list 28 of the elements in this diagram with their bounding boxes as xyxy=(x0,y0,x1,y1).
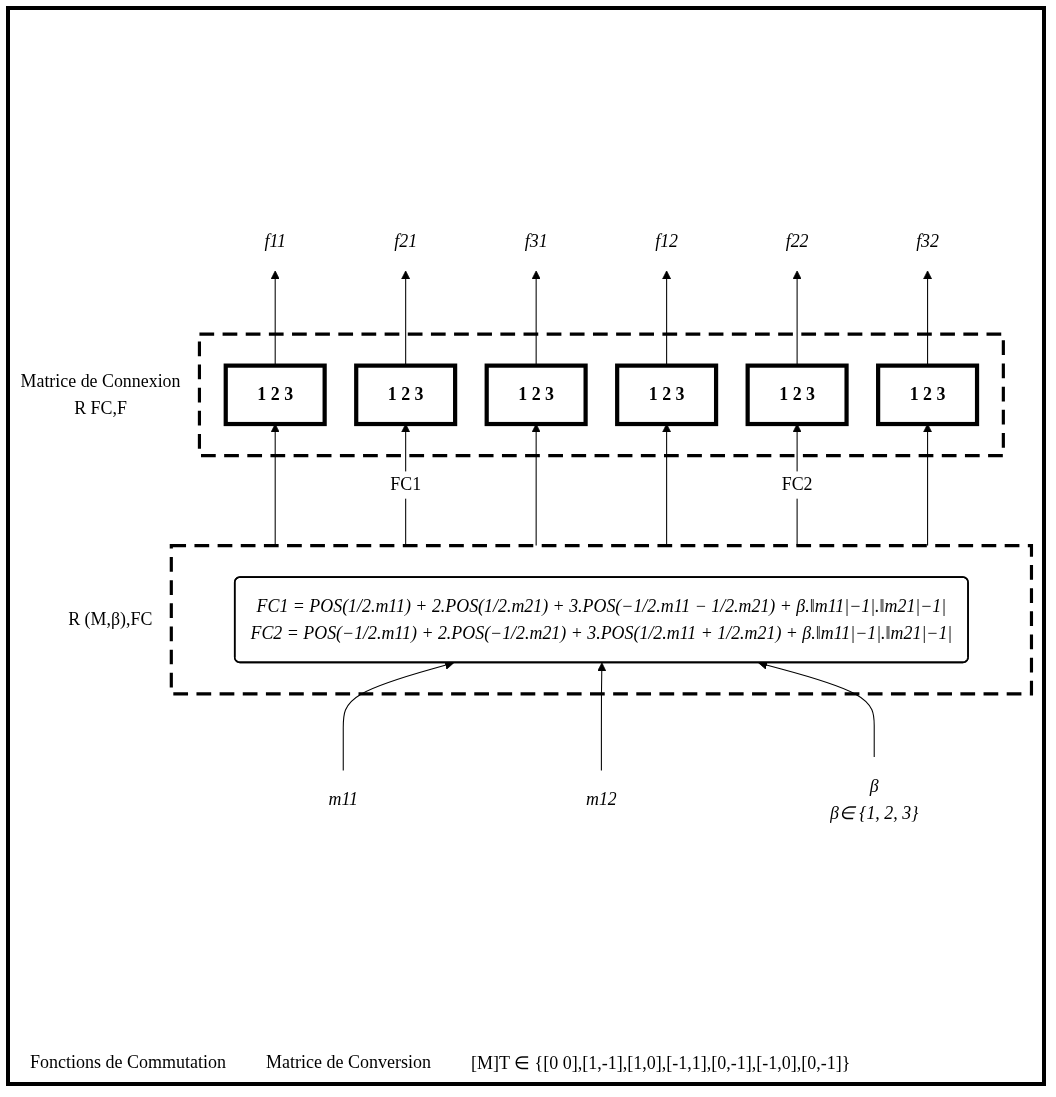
note-text: [M]T ∈ {[0 0],[1,-1],[1,0],[-1,1],[0,-1],[-1,0],[0,-1]} xyxy=(470,1052,851,1074)
edge-label: FC1 xyxy=(390,474,422,495)
node-box: 1 2 3 xyxy=(354,363,458,426)
cluster xyxy=(197,332,1005,457)
node-text: f12 xyxy=(655,231,679,252)
node-box: 1 2 3 xyxy=(876,363,980,426)
node-box: 1 2 3 xyxy=(484,363,588,426)
node-label: R (M,β),FC xyxy=(68,609,153,630)
node-box: 1 2 3 xyxy=(615,363,719,426)
node-text: β β∈ {1, 2, 3} xyxy=(830,775,919,823)
node-text: f31 xyxy=(524,231,548,252)
node-text: f11 xyxy=(264,231,286,252)
node-text: f21 xyxy=(394,231,418,252)
arrow xyxy=(597,662,607,771)
arrow xyxy=(758,660,875,758)
node-text: f32 xyxy=(916,231,940,252)
node-label: R FC,F xyxy=(74,397,127,418)
cluster xyxy=(169,543,1034,696)
node-text: m11 xyxy=(328,789,358,809)
arrow xyxy=(342,660,455,771)
node-box: 1 2 3 xyxy=(745,363,849,426)
edge-label: FC2 xyxy=(781,474,813,495)
node-box: 1 2 3 xyxy=(223,363,327,426)
node-text: m12 xyxy=(585,789,617,809)
node-text: f22 xyxy=(785,231,809,252)
node-label: Matrice de Connexion xyxy=(20,370,181,391)
note-text: Matrice de Conversion xyxy=(266,1052,431,1074)
note-text: Fonctions de Commutation xyxy=(30,1052,226,1074)
